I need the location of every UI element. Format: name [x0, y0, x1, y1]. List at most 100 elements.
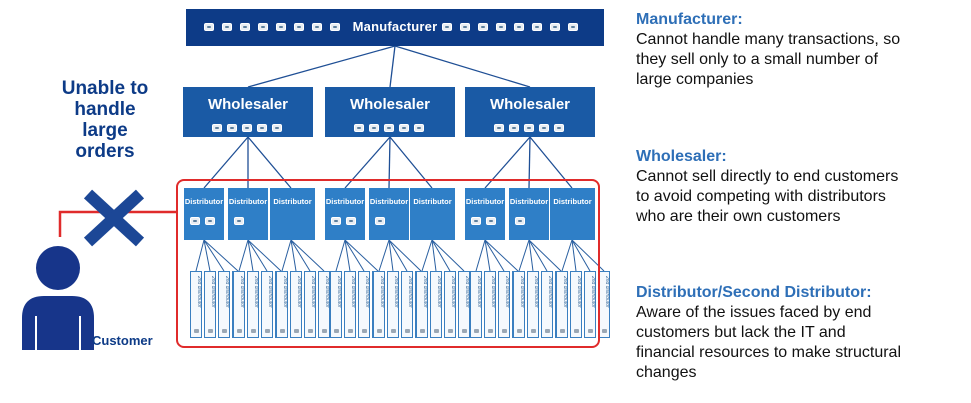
document-icon — [494, 124, 504, 132]
document-icon — [242, 124, 252, 132]
distributor-label: Distributor — [273, 197, 312, 206]
second-distributor-label: 2nd distributor — [436, 276, 442, 308]
second-distributor-label: 2nd distributor — [590, 276, 596, 308]
document-icon — [496, 23, 506, 31]
second-distributor-box: 2nd distributor — [261, 271, 273, 338]
distributor-box: Distributor — [184, 188, 224, 240]
document-icon — [208, 329, 213, 333]
document-icon — [331, 217, 341, 225]
description-line: customers but lack the IT and — [636, 324, 846, 341]
second-distributor-label: 2nd distributor — [519, 276, 525, 308]
distributor-description-title: Distributor/Second Distributor: — [636, 284, 872, 301]
unable-line: large — [82, 120, 128, 141]
second-distributor-label: 2nd distributor — [196, 276, 202, 308]
second-distributor-label: 2nd distributor — [490, 276, 496, 308]
second-distributor-box: 2nd distributor — [276, 271, 288, 338]
document-icon — [334, 329, 339, 333]
document-icon — [237, 329, 242, 333]
distributor-description: Distributor/Second Distributor: Aware of… — [636, 283, 956, 383]
document-icon — [550, 23, 560, 31]
second-distributor-box: 2nd distributor — [556, 271, 568, 338]
description-line: Aware of the issues faced by end — [636, 304, 872, 321]
second-distributor-box: 2nd distributor — [318, 271, 330, 338]
document-icon — [442, 23, 452, 31]
distributor-label: Distributor — [553, 197, 592, 206]
document-icon — [515, 217, 525, 225]
second-distributor-label: 2nd distributor — [282, 276, 288, 308]
document-icon — [212, 124, 222, 132]
second-distributor-box: 2nd distributor — [218, 271, 230, 338]
document-icon — [194, 329, 199, 333]
second-distributor-label: 2nd distributor — [296, 276, 302, 308]
description-line: large companies — [636, 71, 754, 88]
document-icon — [234, 217, 244, 225]
document-icon — [322, 329, 327, 333]
wholesaler-description: Wholesaler: Cannot sell directly to end … — [636, 147, 956, 227]
document-icon — [460, 23, 470, 31]
document-icon — [405, 329, 410, 333]
second-distributor-box: 2nd distributor — [344, 271, 356, 338]
document-icon — [308, 329, 313, 333]
second-distributor-label: 2nd distributor — [464, 276, 470, 308]
document-icon — [602, 329, 607, 333]
document-icon — [354, 124, 364, 132]
document-icon — [474, 329, 479, 333]
distributor-label: Distributor — [465, 197, 505, 206]
second-distributor-label: 2nd distributor — [310, 276, 316, 308]
document-icon — [369, 124, 379, 132]
second-distributor-label: 2nd distributor — [364, 276, 370, 308]
document-icon — [471, 217, 481, 225]
description-line: they sell only to a small number of — [636, 51, 878, 68]
document-icon — [330, 23, 340, 31]
document-icon — [258, 23, 268, 31]
document-icon — [294, 329, 299, 333]
distributor-label: Distributor — [369, 197, 409, 206]
document-icon — [391, 329, 396, 333]
second-distributor-label: 2nd distributor — [450, 276, 456, 308]
document-icon — [502, 329, 507, 333]
second-distributor-box: 2nd distributor — [541, 271, 553, 338]
document-icon — [346, 217, 356, 225]
wholesaler-label: Wholesaler — [349, 96, 431, 113]
second-distributor-label: 2nd distributor — [604, 276, 610, 308]
document-icon — [574, 329, 579, 333]
document-icon — [462, 329, 467, 333]
document-icon — [377, 329, 382, 333]
second-distributor-box: 2nd distributor — [387, 271, 399, 338]
second-distributor-box: 2nd distributor — [570, 271, 582, 338]
unable-line: Unable to — [61, 78, 149, 99]
distributor-box: Distributor — [228, 188, 268, 240]
second-distributor-label: 2nd distributor — [407, 276, 413, 308]
second-distributor-box: 2nd distributor — [304, 271, 316, 338]
document-icon — [532, 23, 542, 31]
document-icon — [420, 329, 425, 333]
second-distributor-label: 2nd distributor — [504, 276, 510, 308]
document-icon — [588, 329, 593, 333]
document-icon — [448, 329, 453, 333]
document-icon — [265, 329, 270, 333]
second-distributor-box: 2nd distributor — [204, 271, 216, 338]
distributor-box: Distributor — [325, 188, 365, 240]
second-distributor-box: 2nd distributor — [470, 271, 482, 338]
document-icon — [375, 217, 385, 225]
manufacturer-label: Manufacturer — [352, 19, 438, 34]
document-icon — [204, 23, 214, 31]
distributor-box: Distributor — [369, 188, 409, 240]
document-icon — [276, 23, 286, 31]
unable-line: orders — [75, 141, 135, 162]
description-line: Cannot sell directly to end customers — [636, 168, 899, 185]
wholesaler-label: Wholesaler — [489, 96, 571, 113]
second-distributor-box: 2nd distributor — [190, 271, 202, 338]
second-distributor-box: 2nd distributor — [584, 271, 596, 338]
second-distributor-label: 2nd distributor — [224, 276, 230, 308]
document-icon — [560, 329, 565, 333]
second-distributor-box: 2nd distributor — [498, 271, 510, 338]
document-icon — [240, 23, 250, 31]
document-icon — [554, 124, 564, 132]
second-distributor-box: 2nd distributor — [233, 271, 245, 338]
unable-to-handle-text: Unable to handle large orders — [45, 78, 165, 162]
distributor-label: Distributor — [413, 197, 452, 206]
second-distributor-label: 2nd distributor — [336, 276, 342, 308]
second-distributor-box: 2nd distributor — [330, 271, 342, 338]
